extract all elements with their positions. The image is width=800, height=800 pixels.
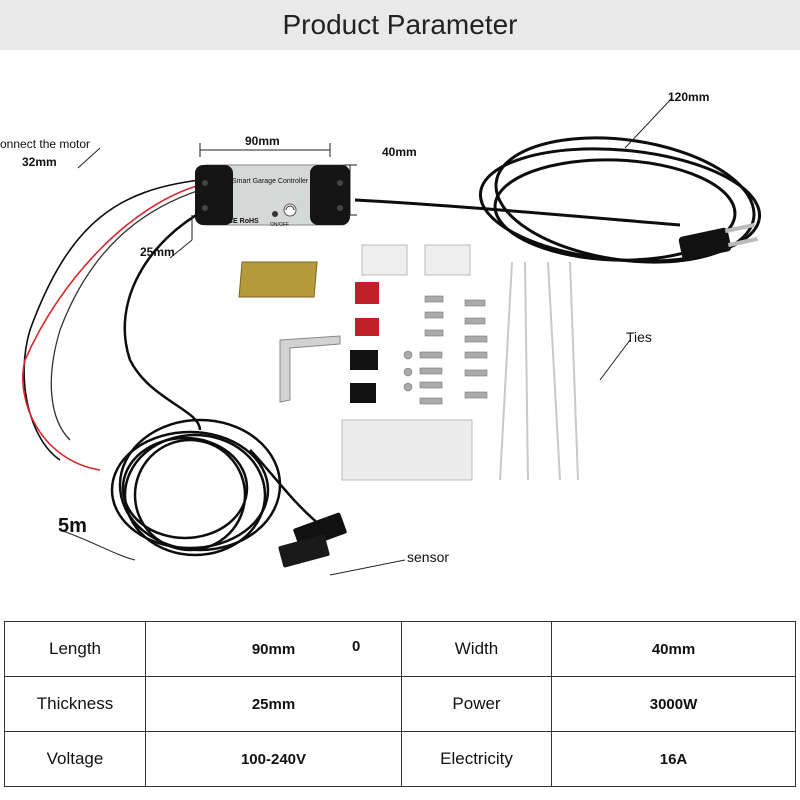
param-value: 25mm: [145, 676, 402, 732]
power-cord-coil: [478, 136, 762, 264]
sensor-cable: [123, 208, 206, 431]
label-ties: Ties: [626, 329, 652, 345]
param-value: 90mm: [145, 621, 402, 677]
table-row: Thickness 25mm Power 3000W: [4, 676, 796, 732]
param-label: Length: [4, 621, 146, 677]
power-plug: [678, 222, 759, 261]
device-endcap-right: [310, 165, 350, 225]
red-clip: [355, 282, 379, 304]
black-clip: [350, 383, 376, 403]
motor-wire-red: [22, 184, 201, 471]
l-bracket: [279, 335, 341, 403]
param-value: 40mm: [551, 621, 796, 677]
product-illustration: [22, 97, 762, 576]
param-label: Thickness: [4, 676, 146, 732]
table-row: Length 90mm Width 40mm: [4, 621, 796, 677]
header-bar: [0, 0, 800, 50]
label-dim-120: 120mm: [668, 90, 710, 104]
adhesive-pad: [361, 244, 408, 276]
stray-mark: 0: [352, 638, 361, 655]
screws: [403, 295, 488, 405]
sensor-cable-coil: [110, 418, 321, 557]
param-label: Voltage: [4, 731, 146, 787]
param-value: 3000W: [551, 676, 796, 732]
controller-device: [195, 164, 350, 226]
adhesive-pad-large: [341, 419, 473, 481]
device-endcap-left: [195, 165, 233, 225]
red-clip: [355, 318, 379, 336]
black-clip: [350, 350, 378, 370]
adhesive-pad: [424, 244, 471, 276]
param-label: Power: [401, 676, 552, 732]
label-dim-25: 25mm: [140, 245, 175, 259]
mounting-bracket: [238, 261, 318, 298]
cable-ties: [499, 261, 579, 481]
on-off-button: [272, 211, 278, 217]
motor-wire-grey: [50, 189, 201, 441]
device-name-text: Smart Garage Controller: [232, 178, 309, 185]
label-cable-length: 5m: [58, 515, 87, 537]
label-sensor: sensor: [407, 549, 450, 565]
param-label: Electricity: [401, 731, 552, 787]
parameter-table: Length 90mm Width 40mm Thickness 25mm Po…: [4, 621, 796, 787]
sensor-magnet: [278, 512, 347, 568]
label-connect-motor: onnect the motor: [0, 137, 91, 151]
param-value: 100-240V: [145, 731, 402, 787]
param-label: Width: [401, 621, 552, 677]
table-row: Voltage 100-240V Electricity 16A: [4, 731, 796, 787]
device-button-label: ON/OFF: [270, 222, 289, 228]
param-value: 16A: [551, 731, 796, 787]
label-dim-90: 90mm: [245, 134, 280, 148]
motor-wire-black: [23, 179, 201, 461]
page-title: Product Parameter: [282, 9, 518, 40]
device-cert-text: CE RoHS: [228, 218, 259, 225]
label-dim-40: 40mm: [382, 145, 417, 159]
label-dim-32: 32mm: [22, 155, 57, 169]
